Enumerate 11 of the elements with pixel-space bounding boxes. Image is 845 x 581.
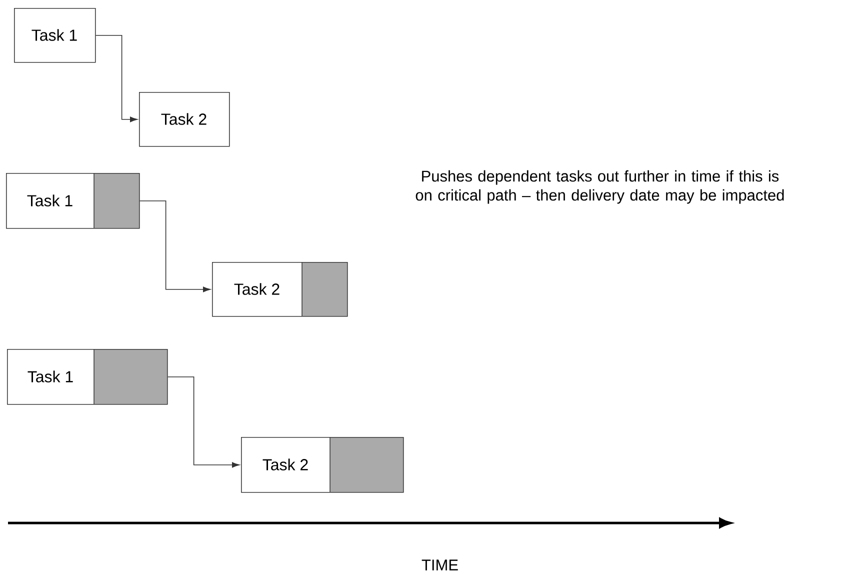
- task-bar: Task 1: [6, 172, 140, 229]
- axis-label: TIME: [422, 560, 458, 570]
- task-bar: Task 1: [14, 8, 96, 63]
- task-bar: Task 2: [212, 262, 348, 317]
- note-text: Pushes dependent tasks out further in time if this is on critical path – then delivery date may be impacted: [416, 170, 784, 204]
- task-bar: Task 2: [241, 436, 404, 493]
- arrow: [167, 376, 240, 468]
- task-bar: Task 2: [139, 92, 230, 147]
- arrow: [139, 200, 211, 292]
- task-bar: Task 1: [7, 348, 168, 405]
- arrow: [95, 35, 138, 122]
